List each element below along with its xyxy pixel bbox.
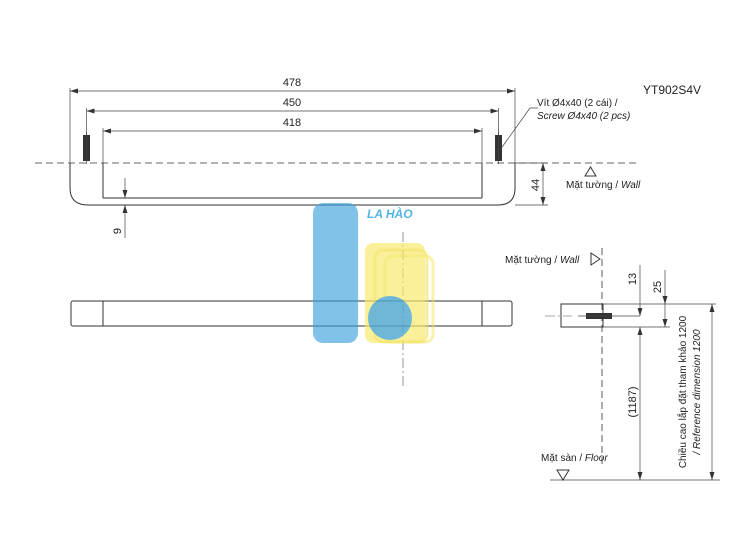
screw-icon-right <box>495 132 502 164</box>
dim-inner-width: 418 <box>283 117 301 129</box>
dim-floor-height: (1187) <box>627 387 639 418</box>
reference-height-label-vi: Chiều cao lắp đặt tham khảo 1200 <box>676 315 689 468</box>
floor-triangle-icon <box>556 469 570 481</box>
wall-label-top: Mặt tường / Wall <box>566 180 641 191</box>
side-view: Mặt tường / Wall 13 25 (1187) Chiều cao … <box>505 248 720 481</box>
screw-icon-left <box>83 132 90 164</box>
model-number: YT902S4V <box>643 83 701 97</box>
dim-offset-bottom: 9 <box>112 228 124 234</box>
reference-height-label-en: / Reference dimension 1200 <box>692 329 703 456</box>
screw-label-vi: Vít Ø4x40 (2 cái) / <box>537 98 618 109</box>
screw-icon-side <box>578 313 640 319</box>
watermark-text: LA HÀO <box>367 206 413 221</box>
dim-overall-width: 478 <box>283 77 301 89</box>
floor-label: Mặt sàn / Floor <box>541 453 608 464</box>
dim-25: 25 <box>652 281 664 293</box>
wall-label-side: Mặt tường / Wall <box>505 255 580 266</box>
dim-mount-width: 450 <box>283 97 301 109</box>
dim-depth: 44 <box>530 179 542 191</box>
front-view <box>70 232 513 388</box>
top-view: 478 450 418 44 9 Vít Ø4x40 (2 cái) / Scr… <box>35 77 641 238</box>
watermark-logo: LA HÀO <box>313 203 435 344</box>
wall-triangle-side-icon <box>590 252 601 266</box>
wall-triangle-icon <box>584 166 597 177</box>
screw-leader-line <box>499 107 538 151</box>
bar-front-outline <box>70 300 513 327</box>
bar-outline-top <box>69 163 516 206</box>
screw-label-en: Screw Ø4x40 (2 pcs) <box>537 111 630 122</box>
dim-13: 13 <box>627 273 639 285</box>
